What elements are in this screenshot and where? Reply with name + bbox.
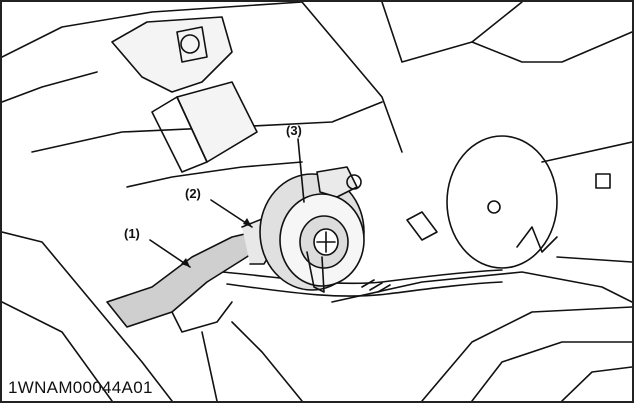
lower-panel-edge	[126, 161, 303, 188]
strap-buckle	[171, 301, 233, 333]
bracket-bolt	[180, 34, 200, 54]
pulley-notch	[516, 226, 558, 253]
callout-2: (2)	[185, 186, 201, 201]
leader-arrow-2	[243, 218, 252, 227]
callout-1: (1)	[124, 226, 140, 241]
strap-band	[106, 229, 268, 328]
frame-corner	[561, 366, 632, 401]
sensor-center-cross	[316, 231, 336, 253]
callout-3: (3)	[286, 123, 302, 138]
lower-bracket-edge-2	[201, 331, 218, 401]
upper-body-panel-edge	[2, 2, 303, 58]
upper-right-panel	[381, 2, 523, 63]
shaft-upper-edge	[541, 141, 632, 163]
lower-left-contour	[2, 231, 173, 401]
frame-rail-upper	[331, 271, 632, 303]
harness-clip	[361, 279, 391, 293]
small-cap	[595, 173, 611, 189]
panel-fold	[301, 2, 403, 153]
shaft-lower-edge	[556, 256, 632, 263]
wire-harness-lower	[226, 281, 503, 297]
right-panel-edge	[471, 31, 632, 63]
wire-harness-upper	[221, 269, 503, 285]
leader-arrow-1	[181, 258, 190, 267]
leader-line-3	[297, 138, 305, 203]
lower-bracket-edge	[231, 321, 303, 401]
mount-bolt	[346, 174, 362, 190]
upper-left-panel	[2, 71, 98, 103]
pulley-hub	[487, 200, 501, 214]
lower-left-contour-2	[2, 301, 113, 401]
connector-clip	[406, 211, 438, 241]
bracket-slot	[176, 26, 208, 63]
hinge-plate-side	[151, 96, 208, 173]
frame-rail-inner	[471, 341, 632, 401]
sensor-mount-tab	[316, 166, 358, 198]
pulley-disc	[446, 135, 558, 269]
frame-rail-lower	[421, 306, 632, 401]
sensor-lead	[306, 251, 325, 293]
hinge-bracket	[111, 16, 233, 93]
figure-code: 1WNAM00044A01	[8, 378, 153, 397]
